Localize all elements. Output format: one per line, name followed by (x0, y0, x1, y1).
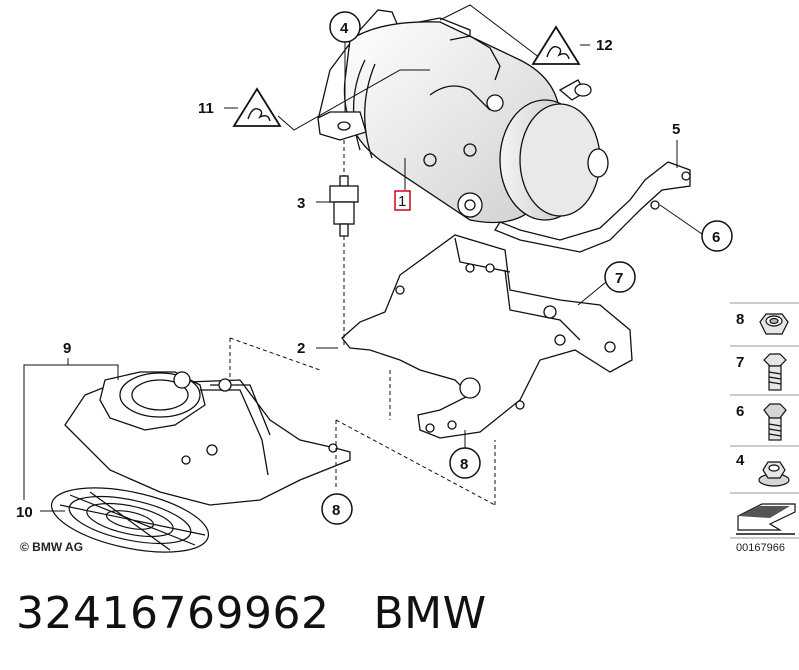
callout-10: 10 (16, 504, 33, 521)
warning-triangle-icon (232, 87, 282, 127)
legend-item-6: 6 (736, 403, 744, 420)
callout-1: 1 (398, 193, 406, 210)
part-number: 32416769962 (16, 588, 330, 639)
fan-assembly (64, 371, 351, 506)
hex-nut-icon (759, 313, 789, 335)
circled-callout-4: 4 (329, 11, 361, 43)
callout-5: 5 (672, 121, 680, 138)
svg-text:7: 7 (615, 270, 623, 287)
circled-callout-8-right: 8 (449, 447, 481, 479)
parts-diagram: 11 12 3 5 2 9 10 1 4 6 7 8 8 8 7 6 4 (16, 4, 799, 553)
fastener-legend: 8 7 6 4 (730, 302, 799, 539)
svg-text:4: 4 (340, 20, 349, 37)
brand-name: BMW (373, 588, 487, 639)
diagram-code: 00167966 (736, 542, 785, 554)
pump-assembly (317, 9, 609, 224)
bolt-icon (763, 403, 787, 441)
callout-9: 9 (63, 340, 71, 357)
fan-grille (50, 487, 210, 553)
legend-item-4: 4 (736, 452, 745, 469)
footer-caption: 32416769962 BMW (16, 588, 487, 639)
copyright-text: © BMW AG (20, 540, 84, 554)
callout-1-highlight: 1 (394, 190, 411, 211)
leader-lines (23, 4, 703, 512)
circled-callout-7: 7 (604, 261, 636, 293)
legend-item-8: 8 (736, 311, 744, 328)
hex-nut-icon (758, 461, 790, 487)
legend-item-7: 7 (736, 354, 744, 371)
svg-text:6: 6 (712, 229, 720, 246)
circled-callout-8-left: 8 (321, 493, 353, 525)
callout-3: 3 (297, 195, 305, 212)
rubber-mount (329, 175, 359, 237)
svg-text:8: 8 (460, 456, 468, 473)
callout-12: 12 (596, 37, 613, 54)
lower-bracket (341, 234, 633, 439)
warning-triangle-icon (531, 25, 581, 65)
callout-11: 11 (198, 100, 214, 117)
circled-callout-6: 6 (701, 220, 733, 252)
arrow-down-icon (733, 496, 796, 536)
svg-text:8: 8 (332, 502, 340, 519)
callout-2: 2 (297, 340, 305, 357)
bolt-icon (763, 353, 787, 391)
strap (494, 161, 691, 253)
upper-mount-bracket (317, 111, 367, 141)
